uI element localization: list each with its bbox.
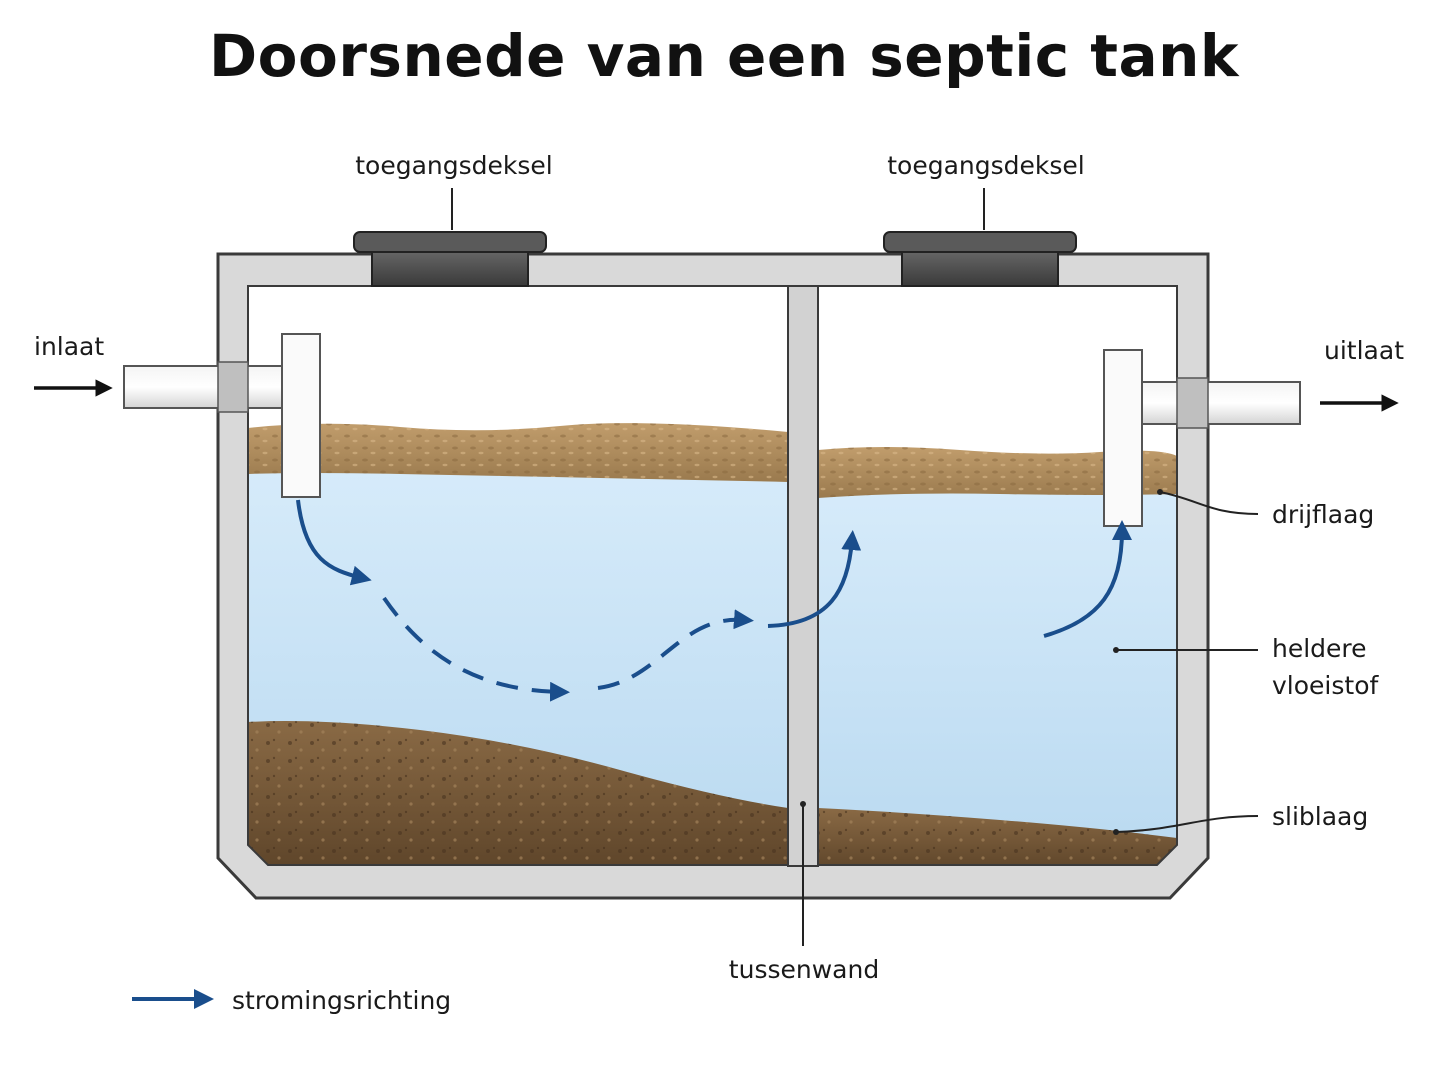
left-chamber [248, 286, 788, 865]
label-lid-left: toegangsdeksel [355, 151, 553, 180]
inlet-pipe [123, 333, 321, 498]
label-clear-liquid-1: heldere [1272, 634, 1367, 663]
baffle-wall [787, 285, 819, 867]
right-chamber [818, 286, 1177, 865]
label-sludge: sliblaag [1272, 802, 1368, 831]
legend-flow-label: stromingsrichting [232, 986, 451, 1015]
legend: stromingsrichting [132, 986, 451, 1015]
label-clear-liquid-2: vloeistof [1272, 671, 1379, 700]
label-baffle: tussenwand [729, 955, 879, 984]
flow-arrow-dashed-2 [597, 609, 754, 690]
flow-arrow-inlet [296, 499, 372, 586]
clear-liquid-right [818, 490, 1177, 865]
label-inlet: inlaat [34, 332, 104, 361]
label-scum: drijflaag [1272, 500, 1374, 529]
label-lid-right: toegangsdeksel [887, 151, 1085, 180]
flow-arrow-through-baffle [767, 530, 862, 628]
access-lid-left [353, 231, 547, 287]
outlet-pipe [1103, 349, 1301, 527]
page-title: Doorsnede van een septic tank [208, 22, 1239, 90]
label-outlet: uitlaat [1324, 336, 1404, 365]
flow-arrow-outlet [1043, 520, 1132, 638]
access-lid-right [883, 231, 1077, 287]
